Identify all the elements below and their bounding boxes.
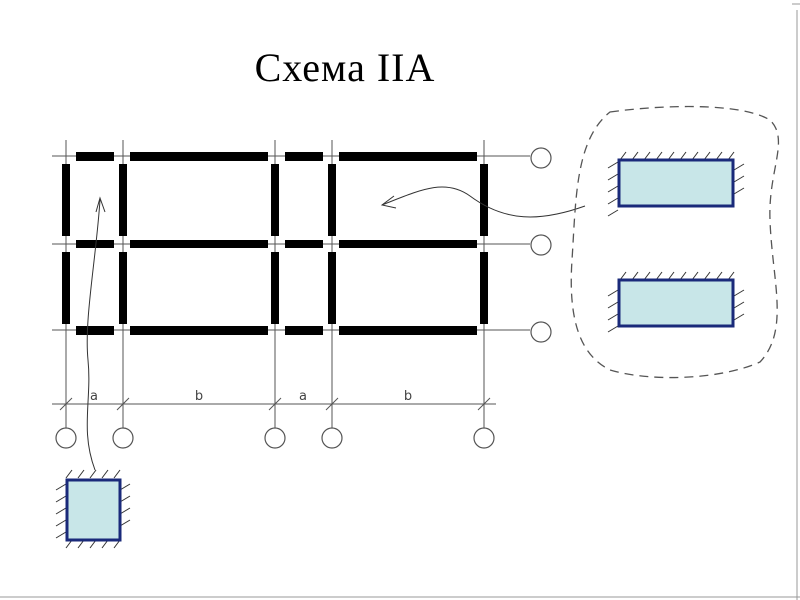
wall-top-b2 [339,152,477,161]
page-title: Схема IIA [254,45,436,90]
axis-bubbles-bottom [55,427,495,449]
dimension-tick-2 [116,397,130,411]
element-rect-upper [617,158,735,208]
wall-v2-lower [119,252,127,324]
axis-bubble-row-1 [530,147,552,169]
pointer-arrowhead-right [380,195,397,209]
wall-top-a1 [76,152,114,161]
hatch-tick [607,289,619,297]
wall-top-a2 [285,152,323,161]
clamped-element-lower [607,271,745,333]
wall-bot-a1 [76,326,114,335]
hatch-tick [607,301,619,309]
dashed-enclosure [570,105,779,379]
axis-bubble-row-3 [530,321,552,343]
dimension-label-a2: a [299,389,307,404]
hatch-tick [733,301,745,309]
hatch-tick [607,197,619,205]
hatch-tick [119,495,131,503]
hatch-tick [733,289,745,297]
hatch-tick [55,519,67,527]
wall-mid-a2 [285,240,323,248]
hatch-tick [733,187,745,195]
hatch-tick [607,313,619,321]
axis-bubble-row-2 [530,234,552,256]
wall-top-b1 [130,152,268,161]
hatch-tick [113,469,121,479]
hatch-tick [607,185,619,193]
hatching-column [55,469,131,549]
wall-v4-upper [328,164,336,236]
hatch-tick [65,469,73,479]
hatch-tick [89,469,97,479]
axis-bubbles-right [530,147,552,343]
hatch-tick [607,173,619,181]
wall-v1-lower [62,252,70,324]
wall-v4-lower [328,252,336,324]
axis-bubble-4 [321,427,343,449]
hatch-tick [77,469,85,479]
hatch-tick [733,163,745,171]
clamped-element-column [55,469,131,549]
wall-mid-a1 [76,240,114,248]
clamped-element-upper [607,151,745,217]
pointer-curve-left [86,199,101,471]
hatch-tick [119,519,131,527]
dimension-tick-5 [477,397,491,411]
hatch-tick [733,175,745,183]
element-rect-column [65,478,122,542]
wall-bot-b2 [339,326,477,335]
hatch-tick [607,161,619,169]
wall-v3-lower [271,252,279,324]
wall-bot-b1 [130,326,268,335]
axis-bubble-5 [473,427,495,449]
pointer-arrows [86,186,586,471]
wall-v1-upper [62,164,70,236]
dimension-tick-1 [59,397,73,411]
hatch-tick [119,507,131,515]
pointer-arrowhead-left [95,196,106,213]
hatch-tick [101,469,109,479]
hatch-tick [55,495,67,503]
hatch-tick [55,531,67,539]
dimension-label-b2: b [404,389,412,404]
wall-mid-b1 [130,240,268,248]
wall-bot-a2 [285,326,323,335]
element-rect-lower [617,278,735,328]
dimension-line [52,397,496,411]
walls [62,152,488,335]
wall-v5-lower [480,252,488,324]
hatch-tick [55,483,67,491]
wall-mid-b2 [339,240,477,248]
dimension-label-b1: b [195,389,203,404]
dimension-label-a1: a [90,389,98,404]
hatch-tick [55,507,67,515]
axis-bubble-2 [112,427,134,449]
wall-v3-upper [271,164,279,236]
axis-bubble-3 [264,427,286,449]
pointer-curve-right [381,186,586,218]
hatch-tick [733,313,745,321]
axis-bubble-1 [55,427,77,449]
wall-v5-upper [480,164,488,236]
hatch-tick [607,325,619,333]
dimension-tick-3 [268,397,282,411]
wall-v2-upper [119,164,127,236]
dimension-tick-4 [325,397,339,411]
hatch-tick [119,483,131,491]
hatch-tick [607,209,619,217]
